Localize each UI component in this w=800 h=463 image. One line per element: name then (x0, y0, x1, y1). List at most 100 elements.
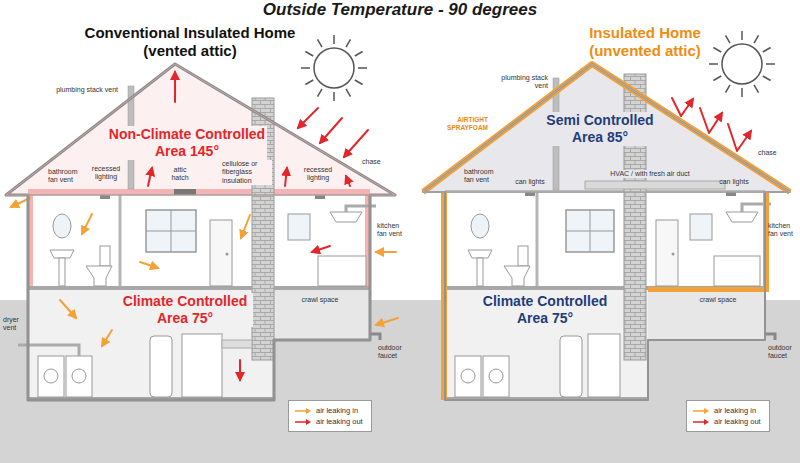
area-outline (445, 192, 765, 400)
heat-arrow (298, 108, 318, 128)
callout-label: can lights (512, 178, 548, 186)
legend-arrow-head (704, 408, 709, 414)
label-wrap: HVAC / with fresh air duct (598, 170, 702, 178)
wall-insulation (28, 195, 33, 286)
can-light (726, 192, 736, 196)
crawl-fill (274, 288, 370, 340)
label-wrap: outdoor faucet (768, 344, 797, 361)
legend-arrow-shaft (295, 410, 306, 412)
reflect-arrow (728, 124, 751, 151)
callout-label: outdoor faucet (768, 344, 797, 361)
legend-text: air leaking out (714, 417, 761, 426)
range-hood (330, 212, 362, 222)
legend-row: air leaking in (294, 406, 366, 415)
leak-out-arrow (346, 176, 350, 186)
area-outline (423, 64, 790, 192)
toilet-tank (518, 246, 528, 266)
legend-box: air leaking in air leaking out (288, 400, 372, 432)
legend-arrow-head (704, 419, 709, 425)
legend-arrow (294, 407, 312, 415)
recessed-light (315, 195, 325, 199)
callout-label: crawl space (688, 296, 748, 304)
attic-area: Non-Climate Controlled Area 145° (6, 64, 395, 195)
callout-label: recessed lighting (88, 165, 124, 182)
door-knob (226, 253, 229, 256)
legend-text: air leaking in (714, 406, 756, 415)
area-label: Climate Controlled Area 75° (117, 293, 253, 327)
door (210, 220, 232, 286)
callout-label: chase (758, 149, 782, 157)
callout-label: chase (362, 158, 386, 166)
callout-label: HVAC / with fresh air duct (598, 170, 702, 178)
basement-slab (28, 397, 274, 400)
interior-wall (119, 195, 122, 286)
sun (722, 44, 762, 84)
window-bars (566, 210, 614, 252)
sun (314, 48, 354, 88)
callout-label: dryer vent (3, 316, 26, 333)
callout-label: AIRTIGHT SPRAYFOAM (440, 116, 488, 132)
label-wrap: attic hatch (166, 166, 194, 183)
toilet-tank (100, 246, 110, 266)
sink-pedestal (59, 258, 65, 286)
area-label: Semi Controlled Area 85° (540, 112, 660, 146)
flue (222, 340, 252, 348)
dryer (66, 356, 92, 397)
washer (38, 356, 64, 397)
leak-in-arrow (82, 214, 92, 234)
washer-door (461, 369, 475, 383)
window-bars (146, 210, 196, 252)
door (656, 220, 678, 286)
window (146, 210, 196, 252)
dryer-duct (18, 345, 79, 356)
label-wrap: bathroom fan vent (48, 168, 84, 185)
callout-label: attic hatch (166, 166, 194, 183)
wall-sprayfoam (763, 192, 769, 290)
house-heading: Insulated Home (unvented attic) (565, 24, 725, 60)
legend-row: air leaking out (294, 417, 366, 426)
leak-out-arrow (148, 168, 152, 186)
legend-arrow (692, 407, 710, 415)
heat-arrow (320, 118, 342, 143)
callout-label: crawl space (290, 296, 350, 304)
wall-sprayfoam (441, 192, 447, 400)
house-box: Insulated Home (unvented attic) Semi Cont… (417, 20, 798, 404)
legend-arrow-shaft (295, 421, 306, 423)
floor-slab (28, 286, 370, 290)
reflected-heat (672, 98, 751, 151)
title-wrap: Outside Temperature - 90 degrees (200, 0, 600, 20)
furnace (588, 334, 620, 397)
washer (455, 356, 481, 397)
attic-insulation (28, 189, 370, 195)
dryer-door (72, 369, 86, 383)
mirror (471, 214, 489, 238)
label-wrap: recessed lighting (88, 165, 124, 182)
leak-in-arrow (140, 262, 158, 268)
can-light (525, 192, 535, 196)
label-wrap: kitchen fan vent (768, 222, 797, 239)
sun-rays (709, 31, 775, 97)
interior-wall (536, 192, 539, 286)
dryer-door (489, 369, 503, 383)
callout-label: kitchen fan vent (768, 222, 797, 239)
toilet-bowl (86, 266, 112, 286)
attic-hatch (174, 189, 196, 195)
area-outline (6, 64, 395, 400)
area-outline (423, 64, 790, 400)
reflect-arrow (700, 108, 722, 133)
label-wrap: chase (362, 158, 386, 166)
callout-label: kitchen fan vent (377, 222, 409, 239)
leak-out-arrow (174, 72, 176, 102)
label-wrap: outdoor faucet (378, 344, 408, 361)
leak-in-arrow (376, 251, 396, 253)
mirror (53, 214, 71, 238)
dryer (483, 356, 509, 397)
leak-in-arrow (11, 198, 30, 207)
label-wrap: crawl space (290, 296, 350, 304)
leak-in-arrow (102, 330, 112, 346)
leak-in-arrow (60, 300, 76, 318)
ceiling (445, 190, 765, 193)
label-wrap: crawl space (688, 296, 748, 304)
faucet (765, 334, 775, 340)
legend-arrow (294, 418, 312, 426)
